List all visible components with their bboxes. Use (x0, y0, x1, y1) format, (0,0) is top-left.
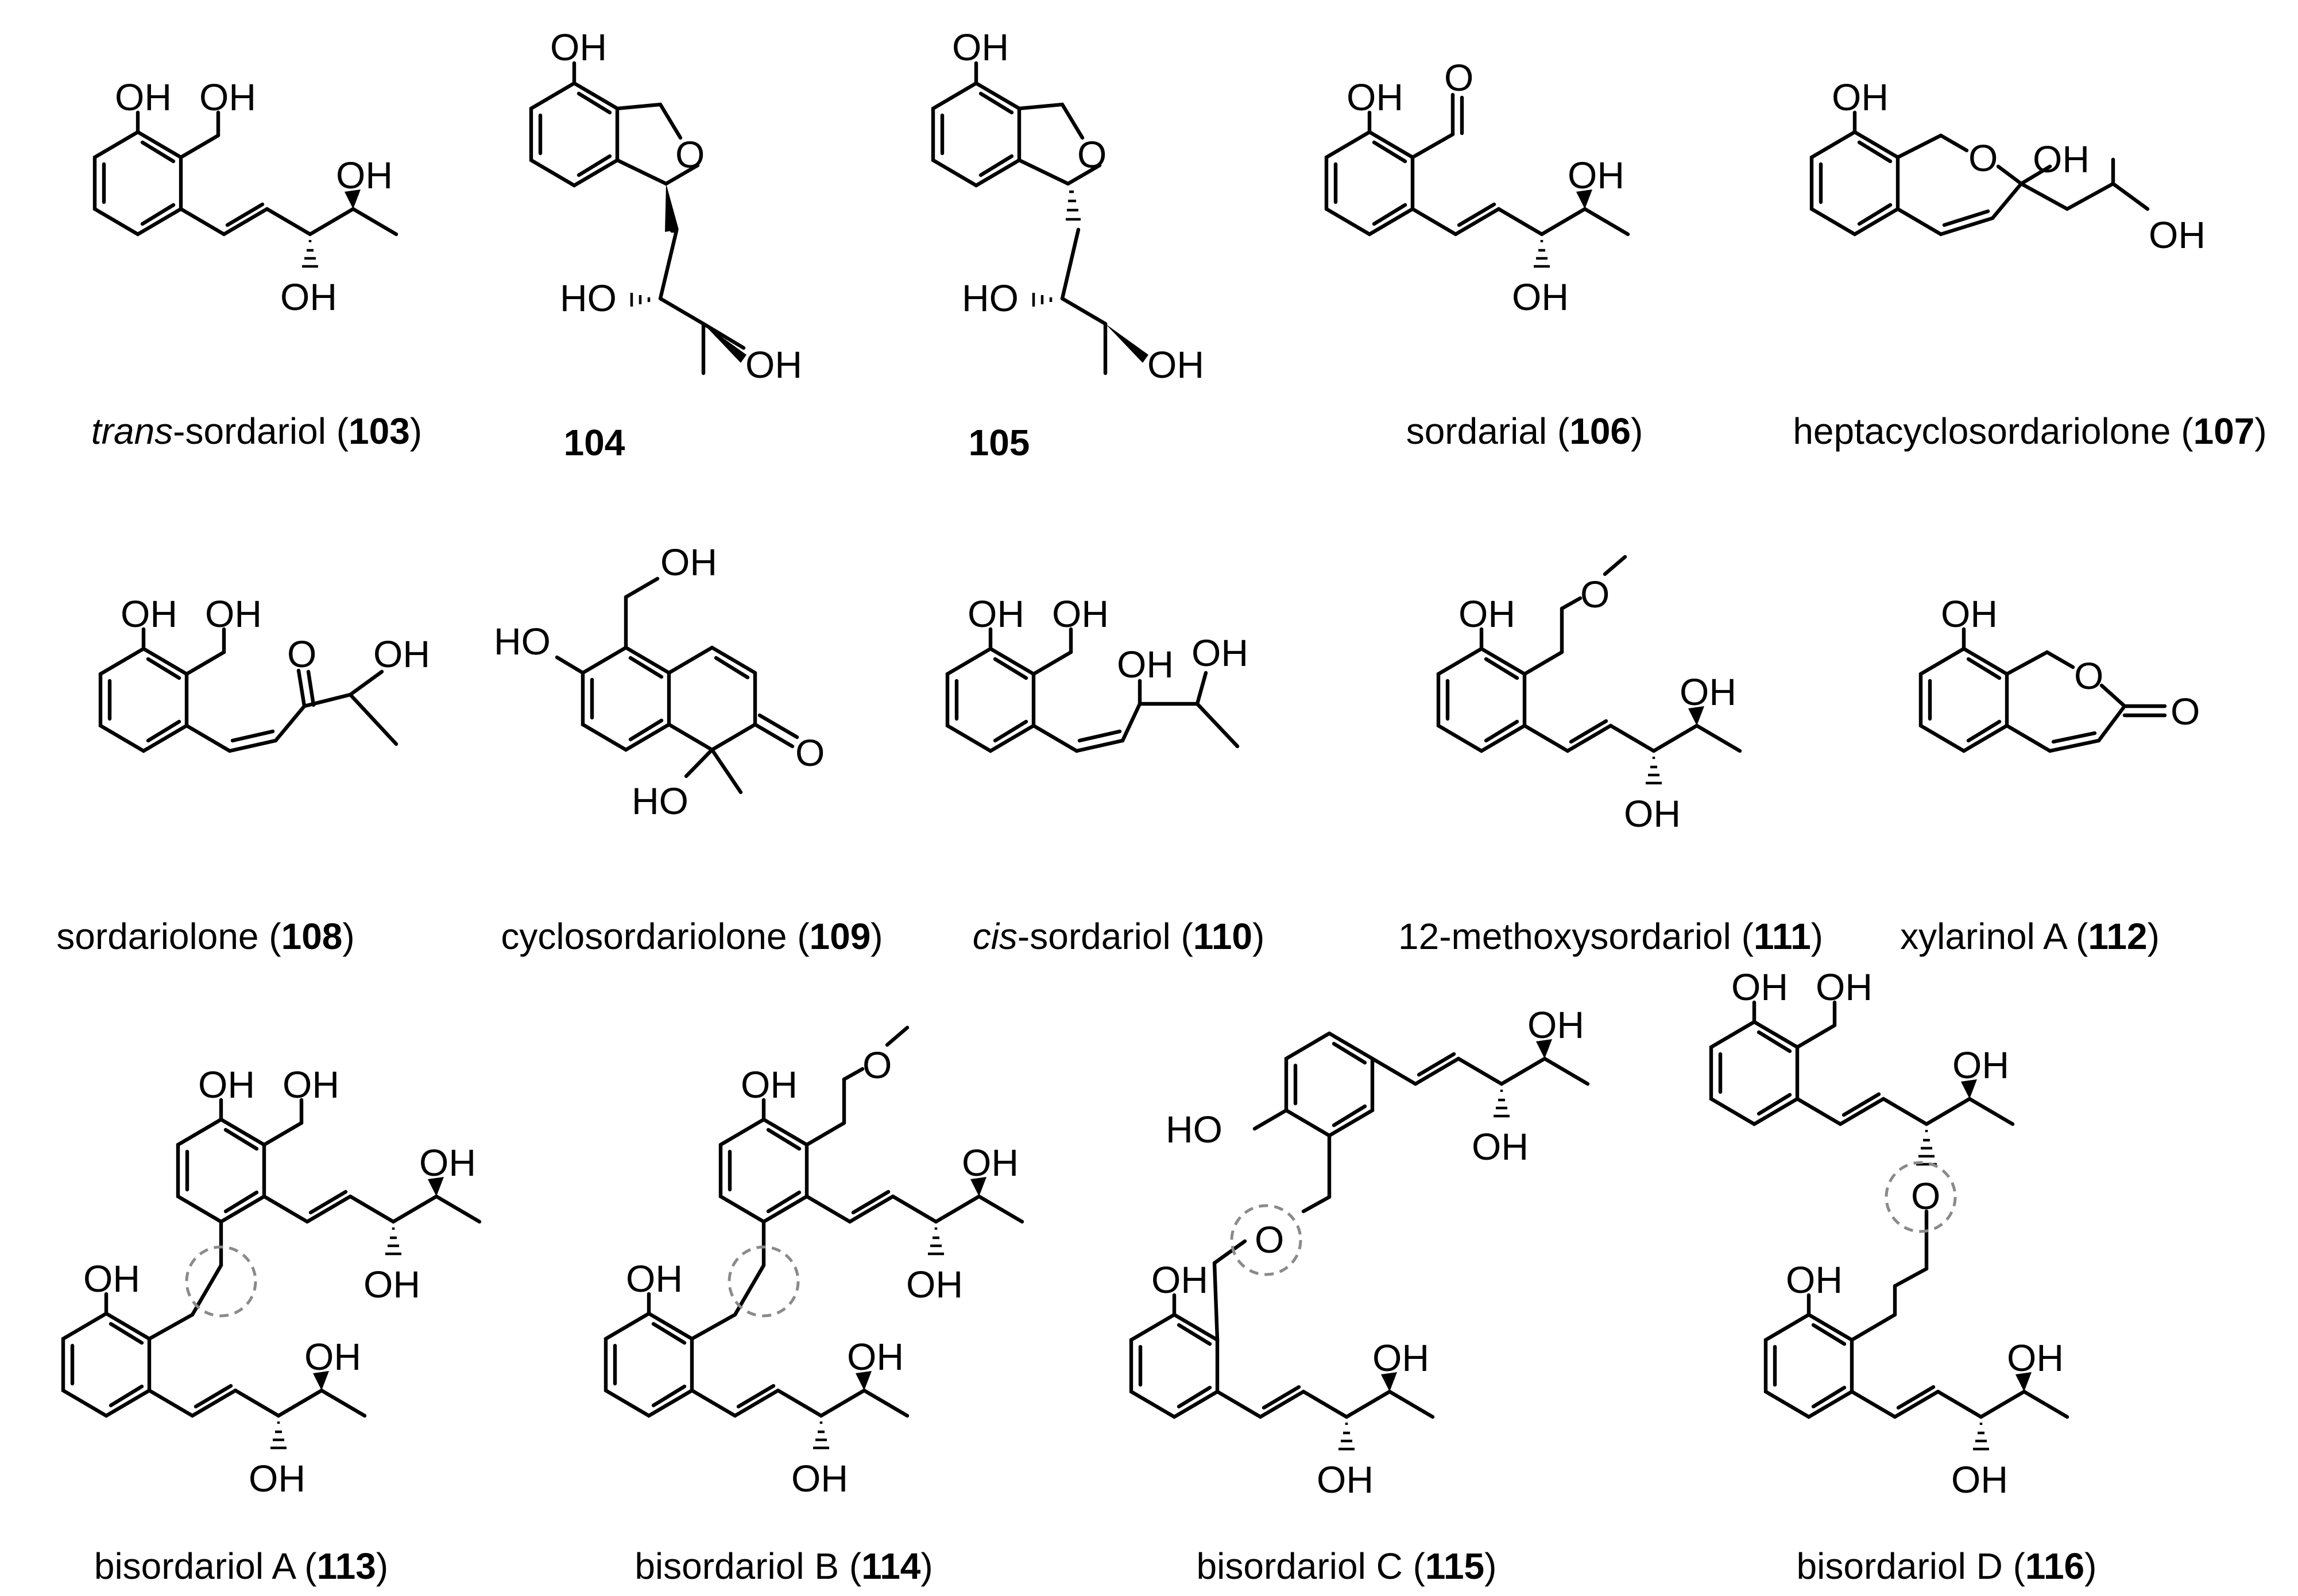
atom-label: O (862, 1044, 892, 1086)
atom-label: OH (968, 592, 1024, 635)
atom-label: OH (304, 1335, 361, 1378)
atom-label: OH (249, 1457, 305, 1500)
atom-label: O (2171, 690, 2200, 733)
atom-label: OH (283, 1063, 339, 1106)
atom-label: OH (1317, 1458, 1374, 1501)
structure-103: OH OH OH OH (92, 76, 399, 318)
structure-104: OH O HO OH (529, 26, 802, 386)
structure-108: OH OH O OH (98, 592, 430, 753)
structure-107: OH O OH OH (1809, 76, 2206, 256)
atom-label: OH (1147, 343, 1204, 386)
atom-label: OH (1527, 1004, 1584, 1046)
atom-label: OH (1459, 592, 1515, 635)
structure-105: OH O HO OH (931, 26, 1204, 386)
structure-110: OH OH OH OH (945, 592, 1248, 753)
caption-107: heptacyclosordariolone (107) (1793, 410, 2266, 452)
atom-label: OH (83, 1257, 140, 1300)
atom-label: O (287, 633, 316, 675)
atom-label: OH (626, 1257, 683, 1300)
atom-label: OH (1952, 1044, 2009, 1086)
structure-115: HO OH OH O OH OH OH (1129, 1004, 1590, 1501)
atom-label: OH (198, 1063, 255, 1106)
atom-label: OH (1191, 632, 1248, 674)
atom-label: OH (1512, 276, 1569, 318)
atom-label: O (1580, 573, 1610, 615)
atom-label: OH (1624, 792, 1681, 835)
atom-label: OH (115, 76, 172, 118)
atom-label: OH (1347, 76, 1403, 118)
caption-109: cyclosordariolone (109) (501, 916, 883, 957)
atom-label: OH (1941, 592, 1998, 635)
atom-label: O (1077, 133, 1107, 176)
atom-label: OH (121, 592, 177, 635)
caption-116: bisordariol D (116) (1797, 1545, 2097, 1587)
atom-label: OH (2007, 1337, 2064, 1379)
atom-label: OH (745, 343, 802, 386)
atom-label: HO (494, 620, 551, 663)
atom-label: OH (1680, 671, 1736, 713)
structure-106: OH O OH OH (1324, 56, 1630, 318)
caption-111: 12-methoxysordariol (111) (1398, 916, 1823, 957)
atom-label: O (2074, 654, 2103, 697)
atom-label: OH (741, 1063, 798, 1106)
atom-label: O (1444, 56, 1473, 99)
caption-113: bisordariol A (113) (94, 1545, 388, 1587)
atom-label: OH (847, 1335, 904, 1378)
atom-label: OH (1568, 154, 1624, 196)
atom-label: OH (419, 1141, 476, 1184)
structure-114: OH O OH OH OH OH OH (603, 1025, 1024, 1500)
caption-114: bisordariol B (114) (635, 1545, 933, 1587)
atom-label: OH (2149, 214, 2206, 256)
atom-label: HO (962, 277, 1019, 319)
atom-label: OH (1372, 1337, 1429, 1379)
atom-label: OH (1786, 1258, 1843, 1301)
caption-108: sordariolone (108) (56, 916, 354, 957)
atom-label: HO (560, 277, 617, 319)
atom-label: O (1255, 1218, 1284, 1261)
atom-label: OH (660, 541, 717, 583)
atom-label: OH (952, 26, 1009, 68)
structure-112: OH O O (1918, 592, 2200, 753)
caption-112: xylarinol A (112) (1900, 916, 2160, 957)
atom-label: OH (205, 592, 262, 635)
atom-label: OH (280, 276, 337, 318)
caption-106: sordarial (106) (1406, 410, 1643, 452)
atom-label: O (1911, 1175, 1940, 1217)
atom-label: OH (1816, 966, 1873, 1008)
structure-109: OH HO O HO (494, 541, 825, 822)
atom-label: OH (1052, 592, 1109, 635)
atom-label: OH (199, 76, 256, 118)
caption-115: bisordariol C (115) (1197, 1545, 1497, 1587)
atom-label: O (675, 133, 705, 176)
atom-label: OH (1151, 1258, 1208, 1301)
atom-label: OH (336, 154, 393, 196)
caption-110: cis-sordariol (110) (973, 916, 1265, 957)
atom-label: OH (1731, 966, 1788, 1008)
atom-label: OH (550, 26, 607, 68)
caption-105: 105 (969, 422, 1030, 463)
atom-label: OH (1472, 1125, 1529, 1168)
atom-label: OH (373, 633, 430, 675)
atom-label: OH (1117, 643, 1174, 685)
atom-label: HO (632, 780, 688, 822)
caption-104: 104 (564, 422, 625, 463)
atom-label: OH (1832, 76, 1889, 118)
structure-116: OH OH OH O OH OH OH (1709, 966, 2069, 1501)
atom-label: OH (2033, 138, 2090, 180)
atom-label: OH (363, 1263, 420, 1306)
atom-label: OH (962, 1141, 1019, 1184)
caption-103: trans-sordariol (103) (91, 410, 422, 452)
atom-label: OH (906, 1263, 963, 1306)
structure-111: OH O OH OH (1436, 555, 1742, 835)
atom-label: O (1968, 137, 1998, 179)
atom-label: OH (1951, 1458, 2008, 1501)
atom-label: OH (791, 1457, 848, 1500)
atom-label: HO (1166, 1108, 1222, 1150)
atom-label: O (795, 731, 825, 774)
structure-113: OH OH OH OH OH OH OH (61, 1063, 482, 1500)
